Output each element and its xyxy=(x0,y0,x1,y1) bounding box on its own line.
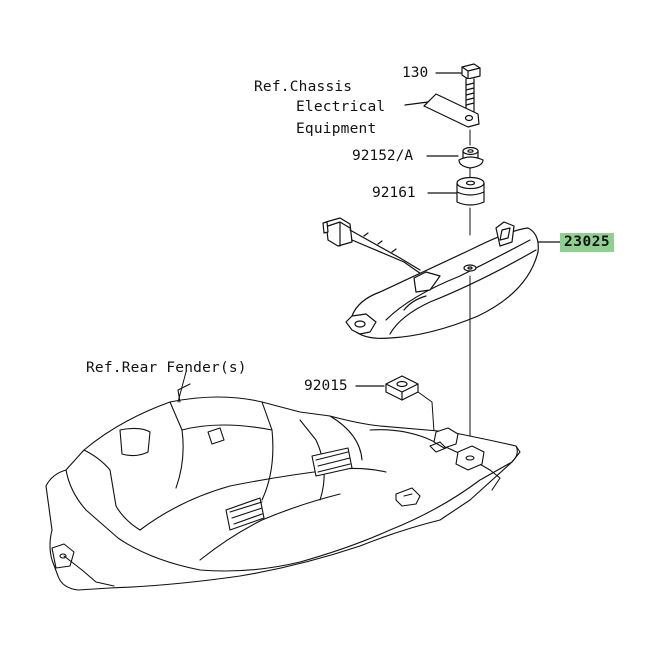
bolt-130 xyxy=(435,63,481,113)
part-label-130: 130 xyxy=(402,65,429,81)
ref-rear-fender: Ref.Rear Fender(s) xyxy=(86,360,247,376)
collar-92152-a xyxy=(426,146,484,169)
grommet-92161 xyxy=(427,176,485,206)
part-label-92015: 92015 xyxy=(304,378,348,394)
rear-fender xyxy=(45,371,521,591)
ref-chassis-line3: Equipment xyxy=(296,121,377,137)
connector-harness xyxy=(322,217,425,277)
part-label-92152-a: 92152/A xyxy=(352,148,414,164)
ref-chassis-line1: Ref.Chassis xyxy=(254,79,353,95)
part-label-23025-highlighted: 23025 xyxy=(560,233,615,252)
nut-92015 xyxy=(355,375,435,433)
ref-chassis-line2: Electrical xyxy=(296,99,386,115)
tail-light-23025 xyxy=(345,221,561,339)
part-label-92161: 92161 xyxy=(372,185,416,201)
ground-strap xyxy=(404,93,480,128)
